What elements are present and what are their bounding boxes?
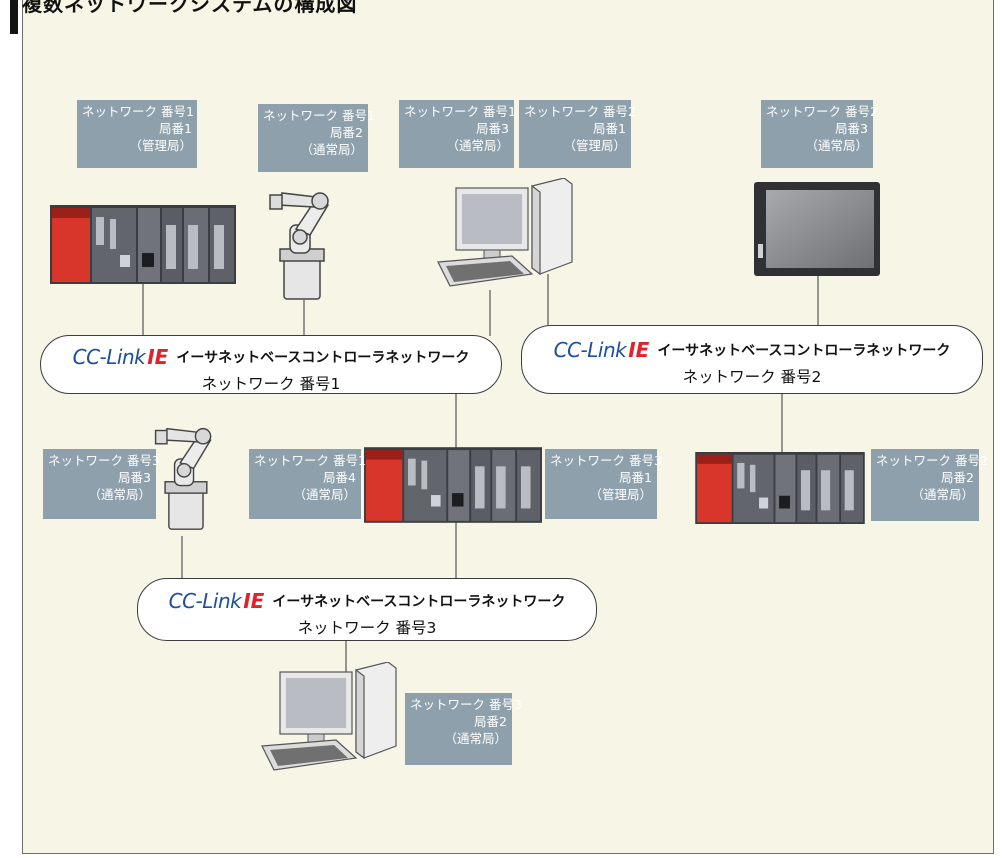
plc-icon [364, 447, 542, 523]
station-number: 局番3 [766, 120, 868, 137]
network-number: ネットワーク 番号2 [522, 365, 982, 387]
station-network: ネットワーク 番号2 [524, 103, 626, 120]
station-network: ネットワーク 番号3 [410, 696, 507, 713]
station-role: （通常局） [48, 486, 151, 503]
station-role: （通常局） [263, 141, 363, 158]
station-number: 局番3 [404, 120, 509, 137]
robot-icon [262, 185, 340, 303]
plc-icon [690, 452, 870, 524]
station-label: ネットワーク 番号2 局番3 （通常局） [761, 100, 873, 168]
station-label: ネットワーク 番号3 局番2 （通常局） [405, 693, 512, 765]
station-label: ネットワーク 番号1 局番1 （管理局） [77, 100, 197, 168]
network-number: ネットワーク 番号3 [138, 616, 596, 638]
ie-logo: IE [628, 338, 649, 362]
station-role: （通常局） [410, 730, 507, 747]
ie-logo: IE [243, 589, 264, 613]
station-label: ネットワーク 番号1 局番3 （通常局） [399, 100, 514, 168]
plc-icon [50, 205, 236, 284]
network-name: イーサネットベースコントローラネットワーク [657, 343, 950, 359]
station-role: （通常局） [766, 137, 868, 154]
station-network: ネットワーク 番号1 [254, 452, 356, 469]
station-role: （通常局） [254, 486, 356, 503]
station-network: ネットワーク 番号3 [550, 452, 652, 469]
station-role: （管理局） [82, 137, 192, 154]
pc-icon [256, 662, 404, 777]
station-number: 局番1 [550, 469, 652, 486]
pc-icon [432, 178, 580, 293]
station-number: 局番1 [524, 120, 626, 137]
cc-link-logo: CC-Link [169, 589, 242, 613]
station-label: ネットワーク 番号1 局番4 （通常局） [249, 449, 361, 519]
station-role: （管理局） [550, 486, 652, 503]
station-network: ネットワーク 番号1 [82, 103, 192, 120]
station-label: ネットワーク 番号3 局番3 （通常局） [43, 449, 156, 519]
station-role: （通常局） [404, 137, 509, 154]
station-network: ネットワーク 番号2 [766, 103, 868, 120]
station-network: ネットワーク 番号3 [48, 452, 151, 469]
station-number: 局番2 [876, 469, 974, 486]
robot-icon [148, 418, 222, 536]
hmi-icon [754, 182, 880, 276]
network-number: ネットワーク 番号1 [41, 372, 501, 394]
station-role: （通常局） [876, 486, 974, 503]
station-number: 局番2 [263, 124, 363, 141]
station-network: ネットワーク 番号1 [404, 103, 509, 120]
network-name: イーサネットベースコントローラネットワーク [272, 594, 565, 610]
station-network: ネットワーク 番号1 [263, 107, 363, 124]
network-name: イーサネットベースコントローラネットワーク [176, 350, 469, 366]
station-label: ネットワーク 番号1 局番2 （通常局） [258, 104, 368, 172]
station-number: 局番2 [410, 713, 507, 730]
station-number: 局番1 [82, 120, 192, 137]
cc-link-logo: CC-Link [554, 338, 627, 362]
ie-logo: IE [147, 345, 168, 369]
station-label: ネットワーク 番号3 局番1 （管理局） [545, 449, 657, 519]
station-number: 局番3 [48, 469, 151, 486]
station-label: ネットワーク 番号2 局番1 （管理局） [519, 100, 631, 168]
station-network: ネットワーク 番号2 [876, 452, 974, 469]
cc-link-logo: CC-Link [73, 345, 146, 369]
station-role: （管理局） [524, 137, 626, 154]
station-number: 局番4 [254, 469, 356, 486]
station-label: ネットワーク 番号2 局番2 （通常局） [871, 449, 979, 521]
